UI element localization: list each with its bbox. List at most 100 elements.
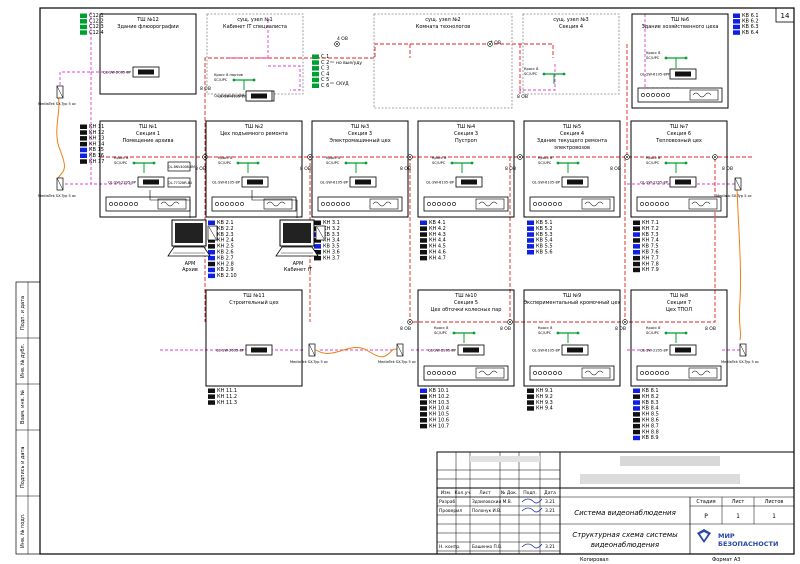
camera-icon <box>80 13 87 18</box>
camera-label: КН 2.5 <box>217 244 234 250</box>
camera-icon <box>80 30 87 35</box>
camera-list-kv6: КВ 6.1КВ 6.2КВ 6.3КВ 6.4 <box>733 13 759 36</box>
nvr-disk <box>109 202 113 206</box>
cabinet-title: ТШ №5 <box>562 124 581 130</box>
camera-label: КН 11.3 <box>217 400 237 406</box>
camera-label: КВ 5.5 <box>536 244 553 250</box>
nvr-display <box>688 198 718 210</box>
side-strip: Подп. и дата Инв. № дубл. Взам. инв. № П… <box>15 281 41 555</box>
nvr-disk <box>432 371 436 375</box>
nvr-disk <box>119 202 123 206</box>
nvr-disk <box>533 202 537 206</box>
monitor-screen <box>283 223 311 243</box>
camera-label: КВ 5.2 <box>536 226 553 232</box>
stamp-name: Полонук И.В. <box>472 508 501 514</box>
camera-label: С12.4 <box>89 30 104 36</box>
splice-node-dot <box>309 156 311 158</box>
nvr-disk <box>558 202 562 206</box>
camera-label: КВ 7.3 <box>642 232 659 238</box>
camera-icon <box>80 24 87 30</box>
nvr-disk <box>452 202 456 206</box>
cabinet-subtitle: Экспериментальный кромочный цех <box>524 299 621 306</box>
cross-port <box>556 161 560 165</box>
cross-port <box>256 161 260 165</box>
side-field: Взам. инв. № <box>20 389 26 424</box>
camera-label: КВ 2.9 <box>217 267 234 273</box>
camera-label: КН 8.5 <box>642 412 659 418</box>
camera-label: КВ 2.10 <box>217 273 237 279</box>
cabinet-subtitle: Строительный цех <box>229 299 279 306</box>
camera-icon <box>733 13 740 18</box>
camera-icon <box>527 232 534 237</box>
nvr-disk <box>656 93 660 97</box>
uzel1-switch-ports <box>251 93 267 99</box>
switch-model-label: QL-SW-6105-8P <box>426 181 455 185</box>
cross-label: Кросс 8 <box>326 156 341 160</box>
camera-icon <box>633 388 640 393</box>
cross-port <box>576 331 580 335</box>
fiber-count-label: 4 ОВ <box>337 36 348 42</box>
camera-icon <box>80 159 87 164</box>
switch-model-label: QL-SW-6105-8P <box>532 181 561 185</box>
nvr-disk <box>533 371 537 375</box>
nvr-disk <box>543 202 547 206</box>
switch-model-label: QL-SW-6105-8P <box>212 181 241 185</box>
camera-icon <box>80 124 87 129</box>
camera-label: С12.2 <box>89 19 104 25</box>
nvr-disk <box>650 202 654 206</box>
cabinet-subtitle2: Цех обточки колесных пар <box>431 307 502 313</box>
switch-ports <box>143 179 159 185</box>
company-name-line1: МИР <box>718 532 735 540</box>
blurred-field <box>580 474 740 484</box>
camera-label: КН 13 <box>89 136 104 142</box>
nvr-disk <box>326 202 330 206</box>
fiber-count-label: 8 ОВ <box>400 166 411 172</box>
nvr-display <box>581 198 611 210</box>
media-converter-mark <box>56 85 64 99</box>
nvr-disk <box>645 202 649 206</box>
stamp-col-header: Кол.уч. <box>454 490 471 496</box>
cabinet-frame <box>373 13 513 109</box>
cabinet-subtitle2: Здание текущего ремонта <box>537 138 607 144</box>
camera-icon <box>420 220 427 225</box>
camera-icon <box>420 226 427 231</box>
camera-icon <box>312 77 319 83</box>
cross-label: Кросс 8 <box>218 156 233 160</box>
camera-label: КН 7.9 <box>642 267 659 273</box>
camera-label: КВ 7.5 <box>642 244 659 250</box>
camera-icon <box>733 19 740 24</box>
cabinet-subtitle: Секция 4 <box>560 131 584 137</box>
nvr-display <box>263 198 293 210</box>
cross-port <box>132 161 136 165</box>
stage-header: Стадия <box>696 499 715 505</box>
camera-list-kv10: КВ 10.1КН 10.2КН 10.3КН 10.4КН 10.5КН 10… <box>420 388 449 429</box>
camera-icon <box>312 83 319 88</box>
camera-list-kv4: КВ 4.1КН 4.2КН 4.3КН 4.4КН 4.5КН 4.6КН 4… <box>420 220 446 261</box>
media-converter: MediaTek SX-Typ 5 oc <box>38 177 76 198</box>
camera-icon <box>208 267 215 273</box>
cabinet-subtitle: Секция 3 <box>454 131 478 137</box>
camera-icon <box>527 394 534 399</box>
camera-icon <box>633 261 640 267</box>
switch-ports <box>251 347 267 353</box>
side-field: Подпись и дата <box>20 447 26 488</box>
camera-label: КВ 16 <box>89 153 104 159</box>
camera-icon <box>208 394 215 399</box>
camera-label: КН 7.1 <box>642 220 659 226</box>
stamp-date: 3.21 <box>545 499 555 505</box>
camera-label: КВ 6.1 <box>742 13 759 19</box>
nvr-disk <box>437 202 441 206</box>
nvr-disk <box>665 202 669 206</box>
nvr-disk <box>452 371 456 375</box>
cabinet-title: ТШ №10 <box>454 293 477 299</box>
nvr-disk <box>646 93 650 97</box>
nvr-disk <box>641 93 645 97</box>
cross-sub-label: SC/UPC <box>524 72 538 76</box>
cabinet-frame <box>523 120 621 218</box>
media-converter-label: MediaTek SX-Typ 5 oc <box>290 360 328 364</box>
nvr-disk <box>447 202 451 206</box>
